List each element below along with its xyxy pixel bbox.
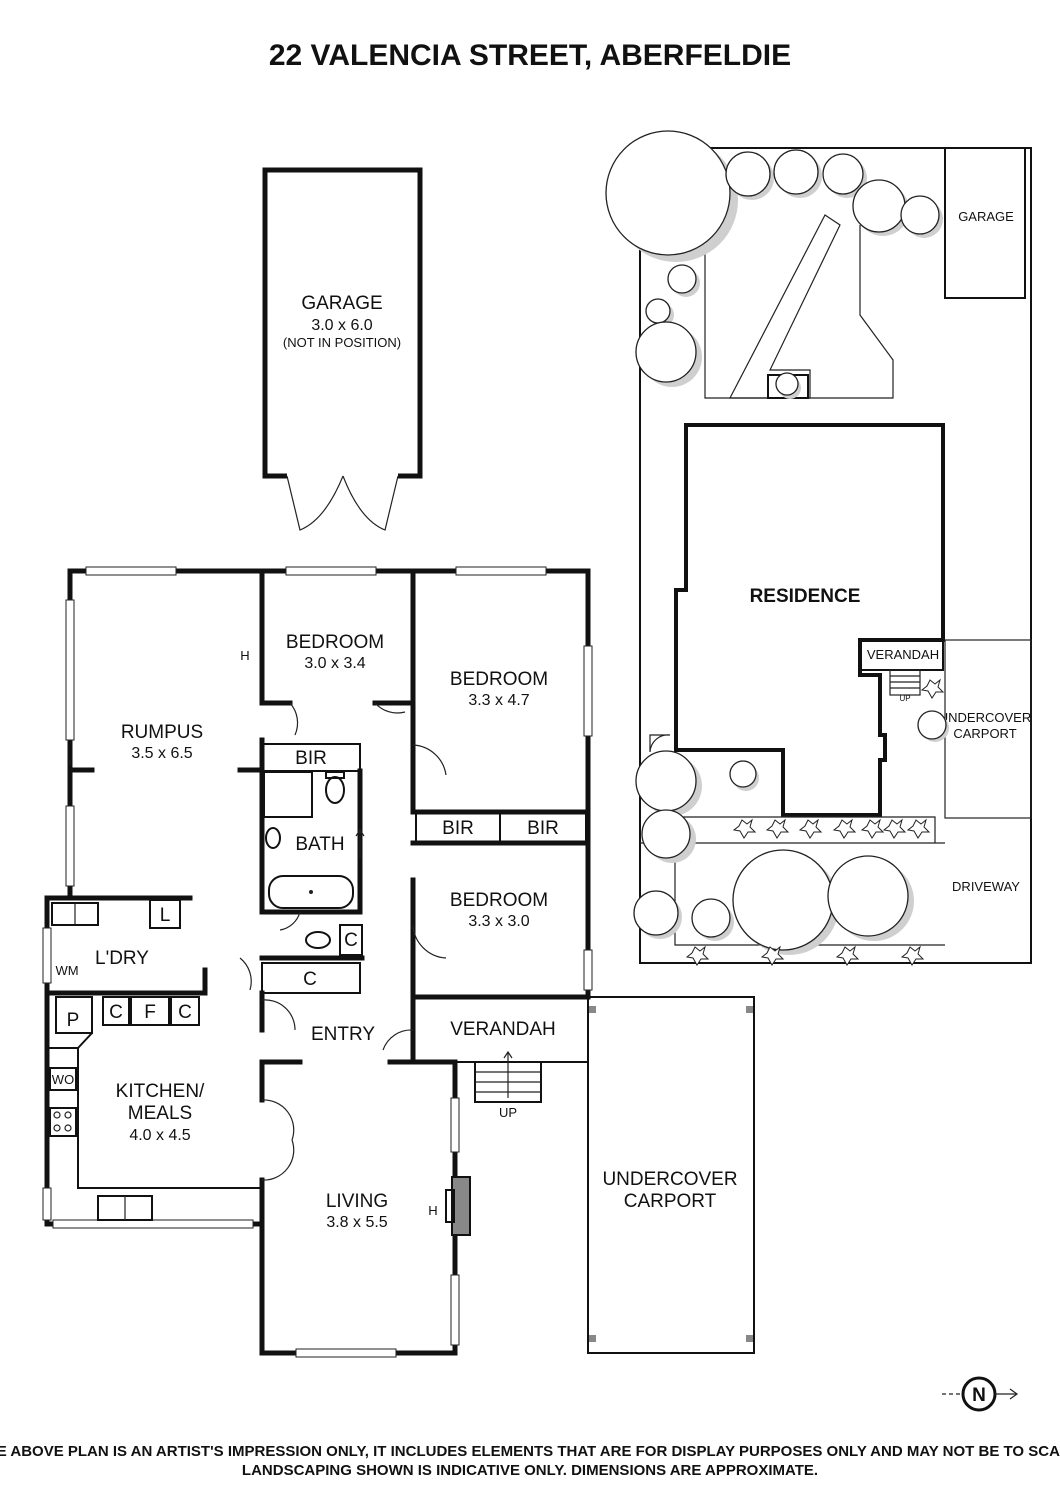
site-garage-label: GARAGE (958, 209, 1014, 224)
laundry-label: L'DRY (95, 948, 149, 969)
page-title: 22 VALENCIA STREET, ABERFELDIE (269, 39, 791, 72)
f-label: F (144, 1002, 156, 1023)
bedroom3-label: BEDROOM (450, 890, 548, 911)
windows (42, 566, 593, 1358)
verandah-label: VERANDAH (450, 1019, 556, 1040)
carport-label-2: CARPORT (624, 1191, 717, 1212)
kitchen-label-1: KITCHEN/ (116, 1081, 205, 1102)
site-plan: GARAGE RESIDENCE VERANDAH UP UNDERCOVER … (639, 147, 1032, 964)
bedroom3-dims: 3.3 x 3.0 (468, 913, 529, 930)
c-label-3: C (109, 1002, 123, 1023)
driveway-label: DRIVEWAY (952, 879, 1020, 894)
up-label: UP (499, 1105, 517, 1120)
rumpus-label: RUMPUS (121, 722, 203, 743)
p-label: P (67, 1010, 80, 1031)
bed1-h-label: H (240, 648, 249, 663)
north-label: N (972, 1385, 986, 1406)
garage-note: (NOT IN POSITION) (283, 335, 401, 350)
bedroom2-label: BEDROOM (450, 669, 548, 690)
kitchen-fixtures (49, 1067, 153, 1221)
site-verandah-label: VERANDAH (867, 647, 939, 662)
site-carport-label-2: CARPORT (953, 726, 1016, 741)
residence-label: RESIDENCE (750, 586, 861, 607)
rumpus-dims: 3.5 x 6.5 (131, 745, 192, 762)
disclaimer-line-1: THE ABOVE PLAN IS AN ARTIST'S IMPRESSION… (0, 1443, 1060, 1460)
bedroom2-dims: 3.3 x 4.7 (468, 692, 529, 709)
l-label: L (160, 905, 171, 926)
site-up-label: UP (899, 694, 910, 703)
site-shrubs (685, 678, 945, 966)
entry-label: ENTRY (311, 1024, 375, 1045)
laundry-fixtures (51, 902, 99, 926)
north-arrow: N (942, 1376, 1019, 1412)
bedroom1-label: BEDROOM (286, 632, 384, 653)
carport-label-1: UNDERCOVER (602, 1169, 737, 1190)
kitchen-dims: 4.0 x 4.5 (129, 1127, 190, 1144)
garage-dims: 3.0 x 6.0 (311, 317, 372, 334)
bath-fixtures (265, 771, 365, 949)
interior-walls (44, 568, 591, 1227)
room-labels: BEDROOM 3.0 x 3.4 BEDROOM 3.3 x 4.7 RUMP… (52, 632, 738, 1231)
wm-label: WM (55, 963, 78, 978)
site-trees (605, 130, 949, 955)
living-dims: 3.8 x 5.5 (326, 1214, 387, 1231)
bath-label: BATH (295, 834, 344, 855)
garage-block: GARAGE 3.0 x 6.0 (NOT IN POSITION) (262, 167, 423, 531)
bir2-label: BIR (442, 818, 474, 839)
door-swings (69, 702, 447, 1181)
c-label-2: C (303, 969, 317, 990)
site-carport-label-1: UNDERCOVER (939, 710, 1031, 725)
bir3-label: BIR (527, 818, 559, 839)
garage-label: GARAGE (301, 293, 382, 314)
disclaimer-line-2: LANDSCAPING SHOWN IS INDICATIVE ONLY. DI… (242, 1462, 818, 1479)
c-label-4: C (178, 1002, 192, 1023)
verandah-steps (474, 1050, 542, 1103)
kitchen-label-2: MEALS (128, 1103, 192, 1124)
carport (587, 996, 755, 1354)
living-h-label: H (428, 1203, 437, 1218)
wo-label: WO (52, 1072, 74, 1087)
bir1-label: BIR (295, 748, 327, 769)
fireplace (445, 1176, 471, 1236)
c-label-1: C (344, 930, 358, 951)
living-label: LIVING (326, 1191, 388, 1212)
bedroom1-dims: 3.0 x 3.4 (304, 655, 365, 672)
